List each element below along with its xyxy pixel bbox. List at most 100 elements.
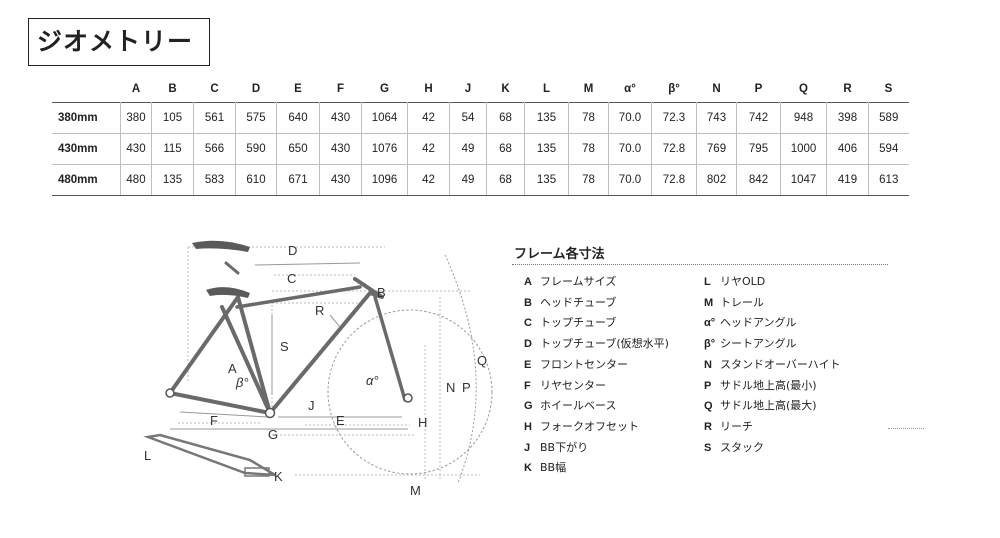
table-cell: 78 [568, 133, 609, 165]
dim-label-k: K [274, 469, 283, 484]
row-size-label: 480mm [52, 164, 121, 196]
table-cell: 135 [151, 164, 194, 196]
legend-item: D トップチューブ(仮想水平) [524, 334, 669, 355]
column-header: J [464, 83, 472, 95]
legend-key: H [524, 420, 532, 433]
column-header: D [251, 83, 261, 95]
legend-divider-end [888, 428, 924, 429]
table-cell: 842 [736, 164, 781, 196]
table-cell: 575 [235, 102, 277, 134]
table-cell: 430 [319, 133, 362, 165]
table-cell: 561 [193, 102, 236, 134]
legend-item: A フレームサイズ [524, 272, 669, 293]
table-cell: 769 [696, 133, 737, 165]
table-cell: 406 [826, 133, 869, 165]
legend-label: フレームサイズ [540, 275, 617, 288]
legend-title: フレーム各寸法 [514, 247, 605, 262]
legend-key: Q [704, 400, 713, 413]
legend-key: β° [704, 338, 716, 351]
dim-label-a: A [228, 361, 237, 376]
table-cell: 68 [486, 133, 525, 165]
table-cell: 72.3 [651, 102, 697, 134]
legend-key: R [704, 420, 712, 433]
column-header: N [712, 83, 721, 95]
legend-item: β°シートアングル [704, 334, 840, 355]
table-cell: 78 [568, 102, 609, 134]
table-cell: 742 [736, 102, 781, 134]
dim-label-d: D [288, 243, 297, 258]
column-header: Q [799, 83, 808, 95]
table-cell: 589 [868, 102, 909, 134]
legend-key: D [524, 338, 532, 351]
table-cell: 70.0 [608, 102, 652, 134]
column-header: M [583, 83, 594, 95]
table-cell: 42 [407, 164, 450, 196]
table-cell: 42 [407, 133, 450, 165]
legend-key: α° [704, 317, 716, 330]
column-header: α° [624, 83, 636, 95]
column-header: E [294, 83, 302, 95]
legend-item: α° ヘッドアングル [704, 313, 840, 334]
column-header: β° [668, 83, 680, 95]
column-header: K [501, 83, 510, 95]
legend-label: フロントセンター [540, 357, 628, 371]
table-cell: 640 [276, 102, 320, 134]
legend-key: N [704, 358, 712, 371]
column-header: L [542, 83, 551, 95]
dim-label-f: F [210, 413, 218, 428]
dim-label-q: Q [477, 353, 487, 368]
frame-geometry-diagram: D C B R S A β° α° J F E H G L K N P Q M [143, 240, 493, 498]
legend-label: ヘッドアングル [720, 316, 797, 330]
legend-label: リーチ [720, 419, 753, 433]
dim-label-h: H [418, 415, 427, 430]
legend-label: ヘッドチューブ [540, 295, 617, 309]
legend-key: B [524, 296, 532, 309]
legend-label: BB下がり [540, 440, 589, 454]
table-cell: 398 [826, 102, 869, 134]
column-header: G [380, 83, 389, 95]
legend-key: M [704, 296, 714, 309]
dim-label-r: R [315, 303, 324, 318]
legend-label: スタンドオーバーハイト [720, 357, 841, 371]
table-cell: 380 [120, 102, 152, 134]
table-cell: 54 [449, 102, 487, 134]
table-cell: 68 [486, 164, 525, 196]
legend-key: J [524, 441, 531, 454]
legend-label: スタック [720, 440, 764, 454]
legend-item: Q サドル地上高(最大) [704, 396, 840, 417]
legend-key: P [704, 379, 712, 392]
legend-item: R リーチ [704, 417, 840, 438]
table-cell: 650 [276, 133, 320, 165]
row-size-label: 380mm [52, 102, 121, 134]
table-cell: 1076 [361, 133, 408, 165]
dim-label-l: L [144, 448, 151, 463]
table-cell: 49 [449, 164, 487, 196]
legend-key: K [524, 462, 532, 475]
size-column-header [52, 76, 121, 103]
legend-label: サドル地上高(最大) [720, 399, 817, 413]
legend-key: A [524, 276, 532, 288]
table-cell: 1047 [780, 164, 827, 196]
table-cell: 566 [193, 133, 236, 165]
legend-label: トップチューブ(仮想水平) [540, 337, 669, 351]
table-cell: 135 [524, 102, 569, 134]
legend-label: リヤセンター [540, 378, 606, 392]
table-cell: 430 [319, 164, 362, 196]
column-header: P [754, 83, 763, 95]
column-header: R [843, 83, 852, 95]
dim-label-e: E [336, 413, 345, 428]
table-cell: 590 [235, 133, 277, 165]
table-cell: 70.0 [608, 164, 652, 196]
